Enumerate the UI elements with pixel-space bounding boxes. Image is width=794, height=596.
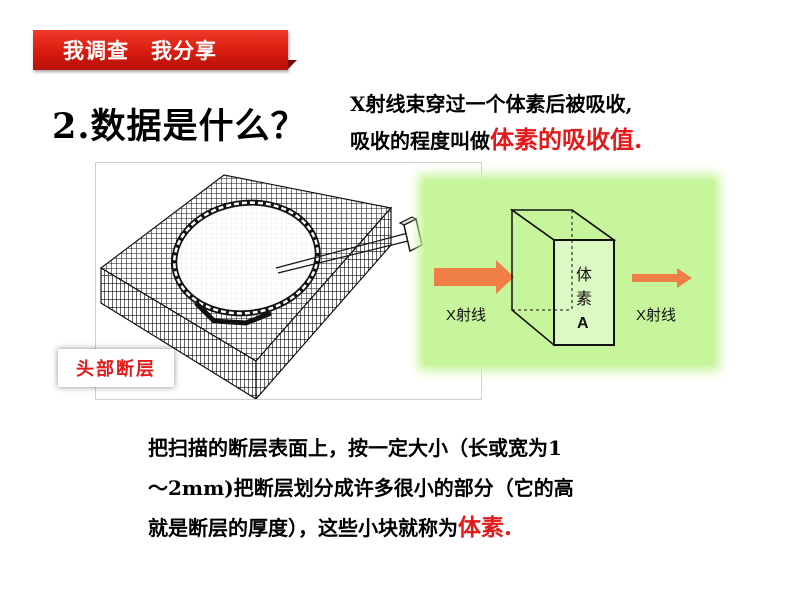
paragraph-line-2: ～2mm)把断层划分成许多很小的部分（它的高 <box>148 476 574 500</box>
definition-line-2: 吸收的程度叫做体素的吸收值. <box>350 122 780 159</box>
definition-text: X射线束穿过一个体素后被吸收, 吸收的程度叫做体素的吸收值. <box>350 86 780 159</box>
section-banner: 我调查 我分享 <box>33 30 288 70</box>
xray-out-arrow-body <box>632 274 677 282</box>
voxel-label-2: 素 <box>576 290 592 308</box>
banner-label: 我调查 我分享 <box>63 38 217 63</box>
xray-out-label: X射线 <box>636 307 676 324</box>
voxel-top-face <box>509 209 617 241</box>
definition-emphasis: 体素的吸收值 <box>490 125 634 154</box>
paragraph-line-3-prefix: 就是断层的厚度），这些小块就称为 <box>148 516 458 540</box>
voxel-diagram-panel: X射线 体 素 A X射线 <box>424 180 714 365</box>
definition-period: . <box>634 125 643 154</box>
definition-prefix: 吸收的程度叫做 <box>350 129 490 153</box>
xray-in-label: X射线 <box>446 307 486 324</box>
paragraph-line-1: 把扫描的断层表面上，按一定大小（长或宽为1 <box>148 436 562 460</box>
xray-out-arrow-head <box>677 268 692 288</box>
ct-grid-illustration <box>99 174 423 401</box>
head-slice-label: 头部断层 <box>76 359 156 380</box>
voxel-diagram: X射线 体 素 A X射线 <box>434 208 692 347</box>
paragraph-period: . <box>504 514 513 541</box>
voxel-left-face <box>511 208 555 347</box>
paragraph-line-3: 就是断层的厚度），这些小块就称为体素. <box>148 508 708 548</box>
xray-in-arrow-body <box>434 268 496 286</box>
paragraph-emphasis: 体素 <box>458 514 504 541</box>
banner-fold <box>288 60 297 69</box>
explanation-paragraph: 把扫描的断层表面上，按一定大小（长或宽为1 ～2mm)把断层划分成许多很小的部分… <box>148 428 708 548</box>
slide-heading: 2.数据是什么？ <box>52 106 307 147</box>
voxel-label-3: A <box>577 315 589 332</box>
xray-in-arrow-head <box>496 260 514 294</box>
definition-line-1: X射线束穿过一个体素后被吸收, <box>350 92 633 116</box>
voxel-label-1: 体 <box>576 266 592 284</box>
head-slice-tag: 头部断层 <box>58 349 174 387</box>
